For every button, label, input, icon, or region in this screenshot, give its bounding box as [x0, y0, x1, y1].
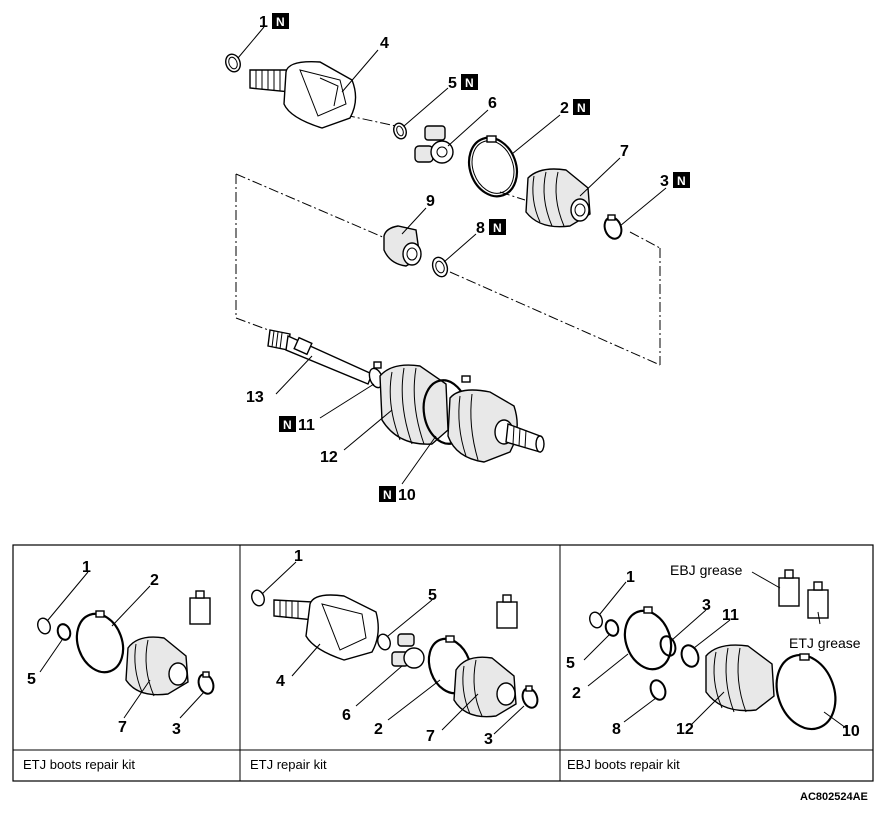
- new-part-marker-3: N: [673, 172, 690, 188]
- kit2-callout-6: 6: [342, 707, 351, 724]
- repair-kits-table: [12, 544, 874, 782]
- callout-10: 10: [398, 487, 416, 504]
- ebj-grease-label: EBJ grease: [670, 562, 743, 578]
- svg-text:N: N: [283, 418, 292, 432]
- callout-12: 12: [320, 449, 338, 466]
- new-part-marker-8: N: [489, 219, 506, 235]
- callout-11: 11: [298, 417, 315, 434]
- etj-grease-label: ETJ grease: [789, 635, 861, 651]
- svg-text:N: N: [677, 174, 686, 188]
- callout-8: 8: [476, 220, 485, 237]
- callout-13: 13: [246, 389, 264, 406]
- kit1-callout-3: 3: [172, 721, 181, 738]
- kit2-callout-4: 4: [276, 673, 285, 690]
- kit3-callout-10: 10: [842, 723, 860, 740]
- kit2-callout-7: 7: [426, 728, 435, 745]
- kit3-callout-1: 1: [626, 569, 635, 586]
- callout-1: 1: [259, 14, 268, 31]
- part-5-snap-ring: [393, 122, 407, 140]
- kit1-callout-2: 2: [150, 572, 159, 589]
- kit1-callout-7: 7: [118, 719, 127, 736]
- kit-etj-boots: 1 2 5 7 3 ETJ boots repair kit: [23, 559, 215, 772]
- new-part-marker-11: N: [279, 416, 296, 432]
- part-9-damper: [383, 225, 422, 267]
- callout-6: 6: [488, 95, 497, 112]
- callout-3: 3: [660, 173, 669, 190]
- part-3-boot-band: [603, 214, 623, 240]
- svg-text:N: N: [493, 221, 502, 235]
- kit2-callout-3: 3: [484, 731, 493, 748]
- callout-2: 2: [560, 100, 569, 117]
- kit2-callout-5: 5: [428, 587, 437, 604]
- kit3-callout-11: 11: [722, 607, 739, 624]
- svg-text:N: N: [276, 15, 285, 29]
- part-2-boot-band: [467, 135, 519, 198]
- new-part-marker-5: N: [461, 74, 478, 90]
- main-exploded-view: 1 4 5 6 2 7 3 9 8 13 11 12 10 N N N N: [225, 13, 690, 504]
- callout-7: 7: [620, 143, 629, 160]
- new-part-marker-1: N: [272, 13, 289, 29]
- new-part-marker-2: N: [573, 99, 590, 115]
- kit3-title: EBJ boots repair kit: [567, 757, 680, 772]
- kit3-callout-3: 3: [702, 597, 711, 614]
- callout-9: 9: [426, 193, 435, 210]
- callout-4: 4: [380, 35, 389, 52]
- svg-text:N: N: [465, 76, 474, 90]
- kit3-callout-8: 8: [612, 721, 621, 738]
- kit-etj-repair: 1 5 4 6 2 7 3 ETJ repair kit: [250, 548, 539, 772]
- part-7-etj-boot: [525, 168, 591, 228]
- callout-5: 5: [448, 75, 457, 92]
- kit3-callout-2: 2: [572, 685, 581, 702]
- kit3-callout-12: 12: [676, 721, 694, 738]
- kit3-callout-5: 5: [566, 655, 575, 672]
- svg-text:N: N: [577, 101, 586, 115]
- kit-ebj-boots: 1 3 11 5 2 8 12 10 EBJ grease ETJ grease…: [566, 562, 861, 772]
- part-1-circlip: [225, 53, 241, 73]
- kit1-callout-1: 1: [82, 559, 91, 576]
- main-leader-lines: [237, 26, 667, 485]
- assembly-axis-lines: [235, 114, 661, 366]
- svg-text:N: N: [383, 488, 392, 502]
- kit2-title: ETJ repair kit: [250, 757, 327, 772]
- figure-code: AC802524AE: [800, 791, 868, 803]
- kit2-callout-2: 2: [374, 721, 383, 738]
- kit2-callout-1: 1: [294, 548, 303, 565]
- part-13-drive-shaft: [267, 329, 545, 463]
- kit1-title: ETJ boots repair kit: [23, 757, 135, 772]
- kit1-callout-5: 5: [27, 671, 36, 688]
- part-6-spider: [414, 125, 454, 164]
- part-4-outer-race: [249, 61, 357, 129]
- part-8-circlip: [431, 256, 449, 278]
- new-part-marker-10: N: [379, 486, 396, 502]
